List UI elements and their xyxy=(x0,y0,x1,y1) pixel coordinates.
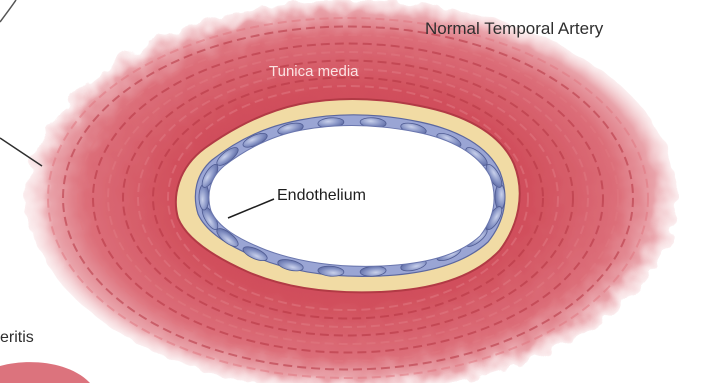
endothelial-cell xyxy=(495,184,505,210)
neighbor-artery-partial xyxy=(0,362,90,383)
endothelial-cell xyxy=(199,184,209,210)
endothelium-label: Endothelium xyxy=(277,188,366,204)
tunica-media-label: Tunica media xyxy=(269,64,359,79)
neighbor-outline-partial xyxy=(0,0,16,22)
partial-label: eritis xyxy=(0,330,34,346)
diagram-title: Normal Temporal Artery xyxy=(425,20,603,37)
